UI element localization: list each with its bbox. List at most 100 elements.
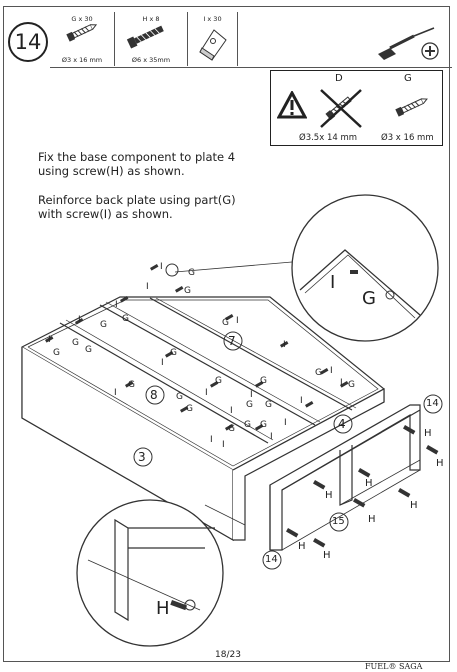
zoom-label-g: G — [362, 288, 376, 309]
label-g: G — [228, 424, 235, 434]
label-i: I — [115, 300, 118, 310]
label-h: H — [436, 458, 444, 469]
label-i: I — [230, 406, 233, 416]
label-h: H — [323, 550, 331, 561]
callout-15: 15 — [332, 516, 345, 527]
callout-4: 4 — [338, 417, 346, 431]
label-g: G — [215, 376, 222, 386]
label-i: I — [270, 432, 273, 442]
label-h: H — [325, 490, 333, 501]
callout-circle-4 — [333, 414, 353, 434]
warning-triangle-icon — [277, 91, 307, 119]
angle-bracket-icon — [199, 29, 227, 61]
step-number-text: 14 — [14, 30, 42, 54]
instruction-text-1: Fix the base component to plate 4 using … — [38, 150, 236, 178]
page-frame — [3, 6, 450, 662]
zoom-label-i: I — [330, 272, 336, 293]
carcass-side — [232, 387, 385, 541]
label-i: I — [236, 316, 239, 326]
label-i: I — [283, 340, 286, 350]
part-h-qty: H x 8 — [142, 15, 160, 23]
callout-circle-3 — [133, 447, 153, 467]
warning-label-d: D — [335, 73, 343, 84]
label-g: G — [244, 420, 251, 430]
warning-size-d: Ø3.5x 14 mm — [299, 133, 358, 143]
part-g-qty: G x 30 — [71, 15, 93, 23]
step-number: 14 — [8, 22, 48, 62]
label-g: G — [100, 320, 107, 330]
label-i: I — [205, 388, 208, 398]
callout-7: 7 — [228, 334, 236, 348]
callout-14b: 14 — [265, 554, 278, 565]
label-i: I — [250, 390, 253, 400]
label-h: H — [298, 541, 306, 552]
label-g: G — [260, 420, 267, 430]
divider-1 — [59, 322, 269, 444]
label-h: H — [410, 500, 418, 511]
brand-footer: FUEL® SAGA — [365, 662, 423, 671]
zoom-leader-top — [174, 261, 293, 273]
label-g: G — [176, 392, 183, 402]
label-h: H — [365, 478, 373, 489]
label-i: I — [78, 315, 81, 325]
label-g: G — [53, 348, 60, 358]
warning-size-g: Ø3 x 16 mm — [381, 133, 434, 143]
callout-circle-15 — [329, 512, 349, 532]
label-i: I — [146, 282, 149, 292]
label-g: G — [315, 368, 322, 378]
label-i: I — [161, 358, 164, 368]
label-h: H — [368, 514, 376, 525]
label-g: G — [246, 400, 253, 410]
screw-markers — [45, 264, 439, 611]
instruction-text-2: Reinforce back plate using part(G) with … — [38, 193, 236, 221]
label-i: I — [340, 378, 343, 388]
label-i: I — [210, 435, 213, 445]
warning-label-g: G — [404, 73, 412, 84]
label-i: I — [114, 388, 117, 398]
screwdriver-icon — [378, 27, 439, 60]
label-i: I — [330, 366, 333, 376]
label-g: G — [186, 404, 193, 414]
base-frame-left — [269, 404, 421, 551]
parts-header: G x 30 Ø3 x 16 mm H x 8 Ø6 x 35mm I x 30 — [50, 12, 452, 68]
label-g: G — [260, 376, 267, 386]
label-g: G — [348, 380, 355, 390]
warning-box: D G Ø3.5x 14 mm Ø3 x 16 mm — [270, 70, 443, 146]
part-i: I x 30 — [188, 12, 238, 66]
part-i-qty: I x 30 — [203, 15, 222, 23]
label-g: G — [85, 345, 92, 355]
callout-circle-14b — [262, 550, 282, 570]
part-g: G x 30 Ø3 x 16 mm — [50, 12, 115, 66]
callout-14a: 14 — [426, 398, 439, 409]
label-h: H — [424, 428, 432, 439]
label-g: G — [72, 338, 79, 348]
base-frame-leg-mid — [339, 445, 353, 506]
wood-screw-icon — [66, 24, 98, 42]
part-h: H x 8 Ø6 x 35mm — [115, 12, 188, 66]
label-g: G — [188, 268, 195, 278]
label-i: I — [160, 262, 163, 272]
label-i: I — [300, 396, 303, 406]
bolt-screw-icon — [126, 25, 164, 49]
label-g: G — [222, 318, 229, 328]
forbidden-screw-icon — [320, 89, 362, 128]
zoom-leader-bottom — [204, 504, 246, 526]
callout-circle-8 — [145, 385, 165, 405]
callout-circle-7 — [223, 331, 243, 351]
correct-screw-icon — [395, 98, 428, 117]
zoom-label-h: H — [156, 598, 170, 619]
label-g: G — [265, 400, 272, 410]
callout-3: 3 — [138, 450, 146, 464]
callout-circle-14a — [423, 394, 443, 414]
part-g-size: Ø3 x 16 mm — [61, 56, 103, 64]
divider-2 — [99, 304, 316, 426]
label-g: G — [184, 286, 191, 296]
label-i: I — [284, 418, 287, 428]
label-g: G — [122, 314, 129, 324]
label-i: I — [48, 335, 51, 345]
divider-3 — [149, 297, 353, 411]
label-g: G — [170, 348, 177, 358]
label-i: I — [222, 440, 225, 450]
callout-8: 8 — [150, 388, 158, 402]
